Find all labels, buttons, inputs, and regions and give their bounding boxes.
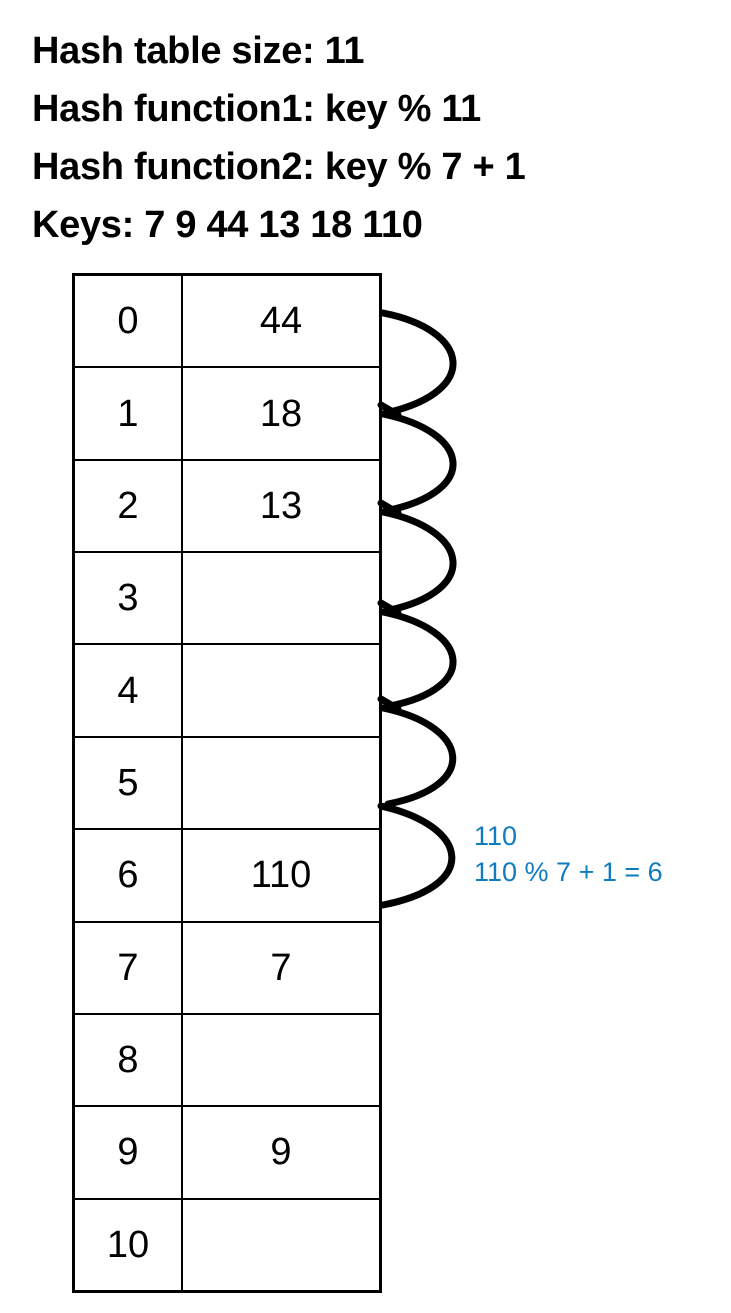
table-row: 8: [75, 1014, 379, 1108]
keys-line: Keys: 7 9 44 13 18 110: [32, 204, 423, 246]
bucket-value: 18: [259, 392, 303, 435]
bucket-index: 7: [75, 922, 183, 1013]
table-row: 6 110: [75, 830, 379, 923]
hash-table-size-line: Hash table size: 11: [32, 30, 365, 72]
probe-arrowhead-1: [377, 401, 402, 419]
probe-arc-3: [379, 508, 457, 614]
bucket-value: 7: [270, 946, 292, 989]
hash-table: 0 44 1 18 2 13 3 4 5 6 110 7 7 8 9 9 10: [72, 273, 382, 1293]
bucket-index: 5: [75, 737, 183, 829]
bucket-index: 2: [75, 460, 183, 552]
bucket-index: 6: [75, 830, 183, 921]
bucket-value: [183, 1200, 379, 1290]
table-row: 5: [75, 737, 379, 831]
table-row: 10: [75, 1199, 379, 1290]
table-row: 0 44: [75, 276, 379, 369]
table-row: 9 9: [75, 1107, 379, 1200]
probe-arc-1: [379, 309, 457, 416]
bucket-value: [183, 1015, 379, 1105]
bucket-index: 0: [75, 276, 183, 367]
hash-function1-line: Hash function1: key % 11: [32, 88, 481, 130]
probe-arrowhead-3: [377, 599, 402, 617]
bucket-index: 10: [75, 1199, 183, 1290]
bucket-value: 9: [270, 1131, 292, 1174]
bucket-index: 3: [75, 553, 183, 644]
bucket-value: [183, 645, 379, 735]
probe-arrowhead-4: [377, 695, 402, 713]
table-row: 3: [75, 553, 379, 646]
table-row: 1 18: [75, 368, 379, 461]
bucket-index: 9: [75, 1107, 183, 1198]
annotation-key: 110: [474, 821, 518, 851]
bucket-value: 110: [250, 854, 312, 897]
hash-function2-line: Hash function2: key % 7 + 1: [32, 146, 526, 188]
probe-arc-5: [379, 704, 457, 808]
probe-annotation: 110 110 % 7 + 1 = 6: [474, 818, 724, 890]
table-row: 4: [75, 645, 379, 738]
table-row: 7 7: [75, 922, 379, 1015]
bucket-value: [183, 738, 379, 828]
table-row: 2 13: [75, 460, 379, 554]
bucket-index: 1: [75, 368, 183, 459]
probe-arc-2: [379, 410, 457, 514]
bucket-value: 13: [259, 484, 303, 527]
probe-arrowhead-2: [377, 499, 402, 517]
bucket-index: 4: [75, 645, 183, 736]
bucket-value: 44: [259, 300, 303, 343]
probe-arc-4: [379, 608, 457, 710]
annotation-formula: 110 % 7 + 1 = 6: [474, 857, 663, 887]
bucket-value: [183, 553, 379, 643]
probe-arc-6: [377, 802, 456, 909]
problem-statement: Hash table size: 11 Hash function1: key …: [32, 22, 722, 254]
bucket-index: 8: [75, 1014, 183, 1106]
